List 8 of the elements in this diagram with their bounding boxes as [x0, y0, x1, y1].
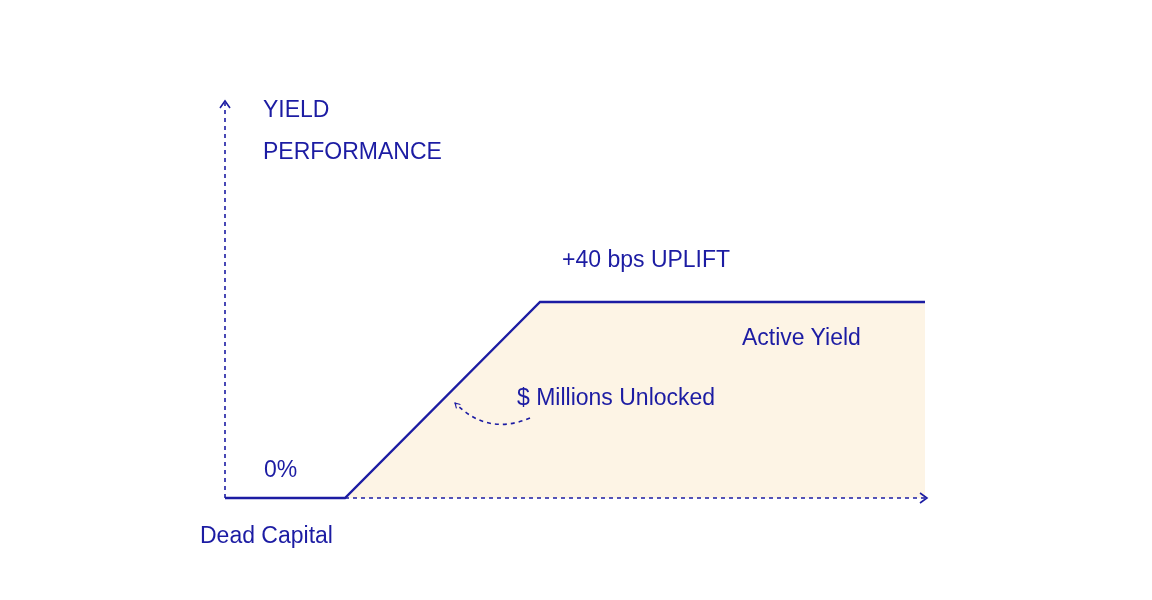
axis-title: YIELD PERFORMANCE — [263, 95, 443, 166]
yield-line — [225, 300, 925, 500]
annotation-text: $ Millions Unlocked — [517, 376, 787, 418]
chart-label: +40 bps UPLIFT — [562, 245, 732, 274]
chart-label: Dead Capital — [200, 521, 334, 550]
chart-label: 0% — [264, 455, 299, 484]
curved-arrow — [454, 402, 531, 426]
chart-label: Active Yield — [742, 323, 862, 352]
